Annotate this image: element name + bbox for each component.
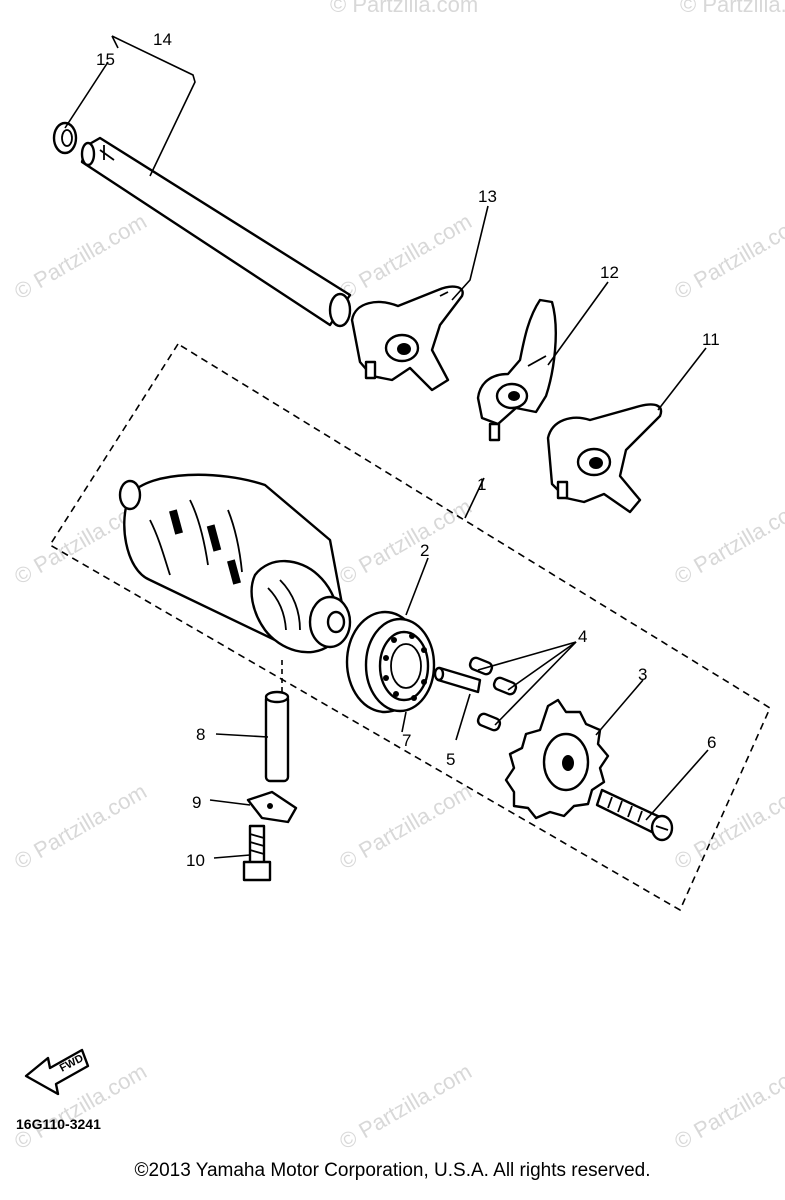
watermark: © Partzilla.com <box>670 494 785 590</box>
callout-3: 3 <box>638 665 647 684</box>
callout-8: 8 <box>196 725 205 744</box>
part-circlip[interactable] <box>52 121 78 155</box>
callout-14: 14 <box>153 30 172 49</box>
watermark: © Partzilla.com <box>670 209 785 305</box>
callout-numbers: 1 2 3 4 5 6 7 8 9 10 11 12 13 14 15 <box>96 30 720 870</box>
part-segment[interactable] <box>504 698 610 820</box>
callout-11: 11 <box>702 330 720 349</box>
callout-1: 1 <box>477 475 486 494</box>
watermark: © Partzilla.com <box>335 494 476 590</box>
part-shift-fork-11[interactable] <box>546 403 663 514</box>
part-bearing[interactable] <box>345 610 436 714</box>
callout-9: 9 <box>192 793 201 812</box>
watermark: © Partzilla.com <box>335 779 476 875</box>
callout-7: 7 <box>402 731 411 750</box>
callout-5: 5 <box>446 750 455 769</box>
watermark: © Partzilla.com <box>670 1059 785 1155</box>
callout-12: 12 <box>600 263 619 282</box>
callout-10: 10 <box>186 851 205 870</box>
callout-15: 15 <box>96 50 115 69</box>
part-dowel-pin[interactable] <box>264 660 290 783</box>
watermark: © Partzilla.com <box>10 779 151 875</box>
part-stopper[interactable] <box>246 790 298 824</box>
diagram-part-code: 16G110-3241 <box>16 1116 101 1132</box>
callout-2: 2 <box>420 541 429 560</box>
forward-arrow-icon: FWD <box>24 1048 90 1096</box>
watermark: © Partzilla.com <box>670 779 785 875</box>
part-shift-fork-12[interactable] <box>476 298 557 442</box>
watermark: © Partzilla.com <box>330 0 478 17</box>
watermark: © Partzilla.com <box>335 1059 476 1155</box>
part-shift-fork-13[interactable] <box>350 285 464 392</box>
watermark: © Partzilla.com <box>680 0 785 17</box>
part-shift-cam[interactable] <box>118 473 352 654</box>
leader-lines <box>64 35 709 859</box>
part-screw-6[interactable] <box>595 788 674 842</box>
callout-13: 13 <box>478 187 497 206</box>
part-bolt-10[interactable] <box>242 824 272 882</box>
callout-4: 4 <box>578 627 587 646</box>
part-guide-bar[interactable] <box>80 136 352 328</box>
assembly-boundary <box>48 342 772 912</box>
part-cam-pin[interactable] <box>433 666 482 694</box>
callout-6: 6 <box>707 733 716 752</box>
watermark: © Partzilla.com <box>10 209 151 305</box>
part-pins[interactable] <box>468 656 518 732</box>
copyright-notice: ©2013 Yamaha Motor Corporation, U.S.A. A… <box>134 1160 651 1181</box>
